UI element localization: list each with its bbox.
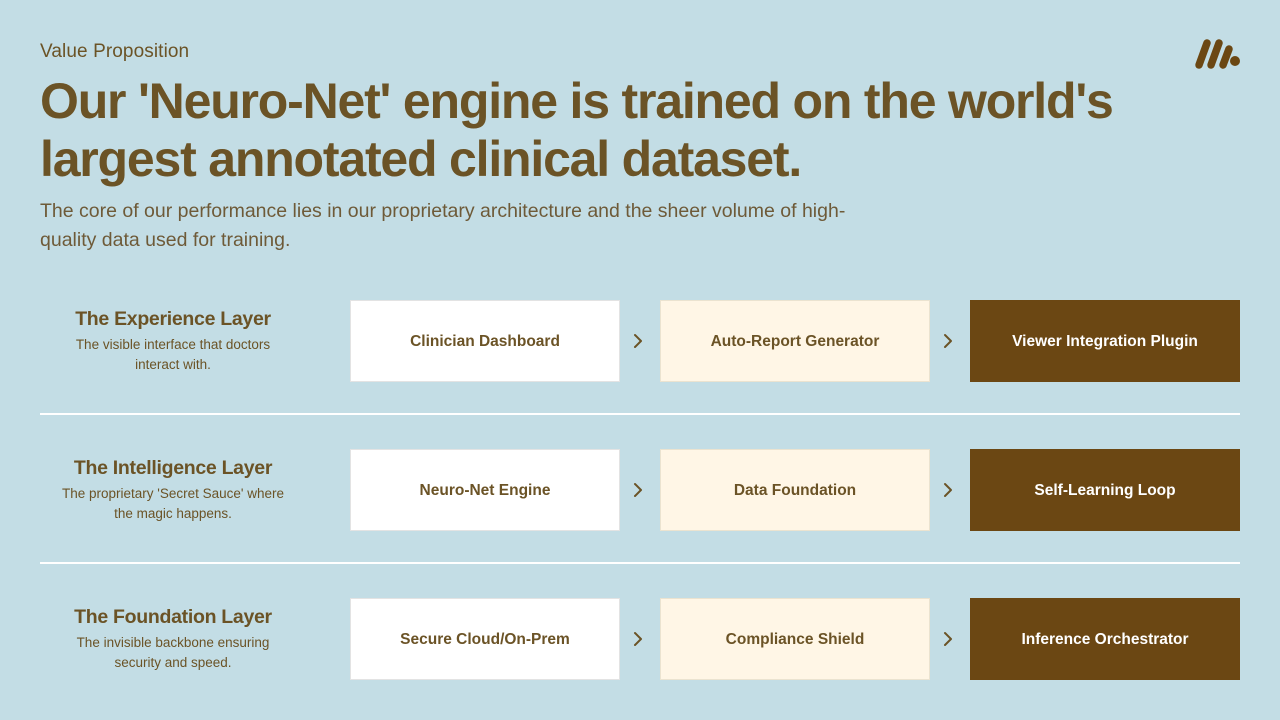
chevron-right-icon — [938, 478, 958, 502]
step-box: Inference Orchestrator — [970, 598, 1240, 680]
step-box: Neuro-Net Engine — [350, 449, 620, 531]
layer-title: The Experience Layer — [75, 307, 271, 330]
layer-title: The Intelligence Layer — [73, 456, 273, 479]
layer-description: The invisible backbone ensuring security… — [76, 634, 270, 670]
divider — [40, 562, 1240, 564]
eyebrow-label: Value Proposition — [40, 41, 190, 62]
layer-title: The Foundation Layer — [74, 605, 272, 628]
step-box: Clinician Dashboard — [350, 300, 620, 382]
step-box: Self-Learning Loop — [970, 449, 1240, 531]
layer-label: The Intelligence Layer The proprietary '… — [40, 449, 306, 531]
layer-row-experience: The Experience Layer The visible interfa… — [40, 300, 1240, 382]
step-box: Auto-Report Generator — [660, 300, 930, 382]
chevron-right-icon — [938, 329, 958, 353]
page-title: Our 'Neuro-Net' engine is trained on the… — [40, 73, 1114, 187]
chevron-right-icon — [628, 478, 648, 502]
layer-label: The Experience Layer The visible interfa… — [40, 300, 306, 382]
chevron-right-icon — [938, 627, 958, 651]
layer-row-intelligence: The Intelligence Layer The proprietary '… — [40, 449, 1240, 531]
divider — [40, 413, 1240, 415]
layer-description: The proprietary 'Secret Sauce' where the… — [61, 485, 284, 521]
brand-logo-icon — [1195, 39, 1240, 69]
page-subtitle: The core of our performance lies in our … — [40, 200, 846, 251]
layer-label: The Foundation Layer The invisible backb… — [40, 598, 306, 680]
step-box: Data Foundation — [660, 449, 930, 531]
step-box: Viewer Integration Plugin — [970, 300, 1240, 382]
layer-row-foundation: The Foundation Layer The invisible backb… — [40, 598, 1240, 680]
step-box: Secure Cloud/On-Prem — [350, 598, 620, 680]
chevron-right-icon — [628, 627, 648, 651]
layer-description: The visible interface that doctors inter… — [75, 336, 271, 372]
chevron-right-icon — [628, 329, 648, 353]
step-box: Compliance Shield — [660, 598, 930, 680]
